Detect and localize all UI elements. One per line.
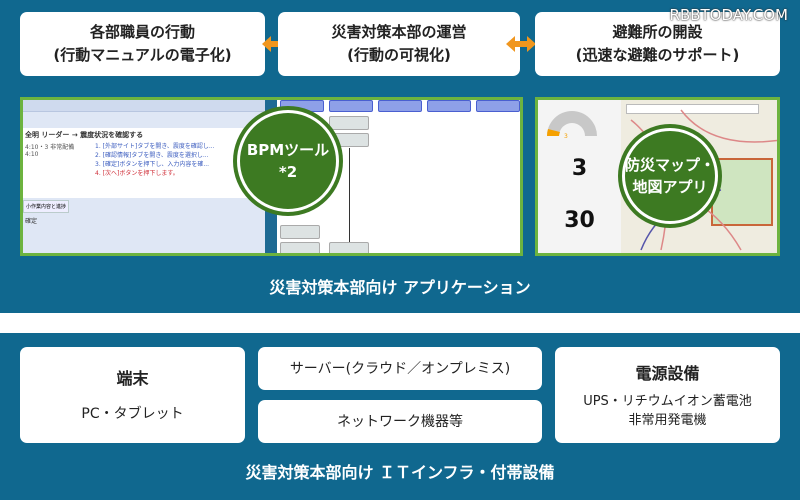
step: 3. [確定]ボタンを押下し、入力内容を確... [95,161,210,168]
step: 1. [外部サイト]タブを開き、震度を確認し... [95,143,215,150]
bpm-tool-badge: BPMツール*2 [237,110,339,212]
shelter-opening-box: 避難所の開設 (迅速な避難のサポート) [535,12,780,76]
dashboard-pane: 3 3 30 [538,100,621,253]
task-time: 4:10・3 非常配備 [25,144,75,151]
box-title: 端末 [116,369,149,388]
hq-operation-box: 災害対策本部の運営 (行動の可視化) [278,12,520,76]
box-title: 避難所の開設 [612,23,703,41]
bpm-tool-screenshot: 全明 リーダー → 震度状況を確認する 4:10・3 非常配備 4:10 1. … [20,97,523,256]
progress-tab[interactable]: 小作業内容と進捗 [23,200,70,213]
watermark: RBBTODAY.COM [669,6,788,24]
infra-label: 災害対策本部向け ＩＴインフラ・付帯設備 [245,463,555,482]
server-box: サーバー(クラウド／オンプレミス) [258,347,542,390]
disaster-map-badge: 防災マップ・地図アプリ [622,128,718,224]
box-subtitle: (行動の可視化) [347,46,451,64]
terminal-box: 端末 PC・タブレット [20,347,245,443]
box-subtitle: (迅速な避難のサポート) [575,46,740,64]
task-title: 全明 リーダー → 震度状況を確認する [23,128,265,142]
network-box: ネットワーク機器等 [258,400,542,443]
step: 2. [確認情報]タブを開き、震度を選択し... [95,152,209,159]
disaster-map-screenshot: 3 3 30 防災マップ・地図アプリ [535,97,780,256]
staff-action-box: 各部職員の行動 (行動マニュアルの電子化) [20,12,265,76]
task-time: 4:10 [25,151,39,158]
box-subtitle: UPS・リチウムイオン蓄電池 [583,394,752,409]
box-subtitle: PC・タブレット [81,406,184,422]
box-title: 電源設備 [635,364,700,383]
gauge-chart [547,111,597,136]
box-subtitle: 非常用発電機 [628,413,707,428]
confirm-row: 確定 [25,218,38,225]
double-arrow-icon [506,36,536,52]
box-subtitle: (行動マニュアルの電子化) [53,46,232,64]
bpm-task-pane: 全明 リーダー → 震度状況を確認する 4:10・3 非常配備 4:10 1. … [23,100,265,253]
step: 4. [次へ]ボタンを押下します。 [95,170,179,177]
power-box: 電源設備 UPS・リチウムイオン蓄電池 非常用発電機 [555,347,780,443]
box-title: 各部職員の行動 [89,23,195,41]
count-value: 3 [571,156,588,181]
gauge-value: 3 [564,133,568,140]
application-label: 災害対策本部向け アプリケーション [269,278,531,297]
box-title: 災害対策本部の運営 [331,23,467,41]
count-value: 30 [564,208,595,233]
